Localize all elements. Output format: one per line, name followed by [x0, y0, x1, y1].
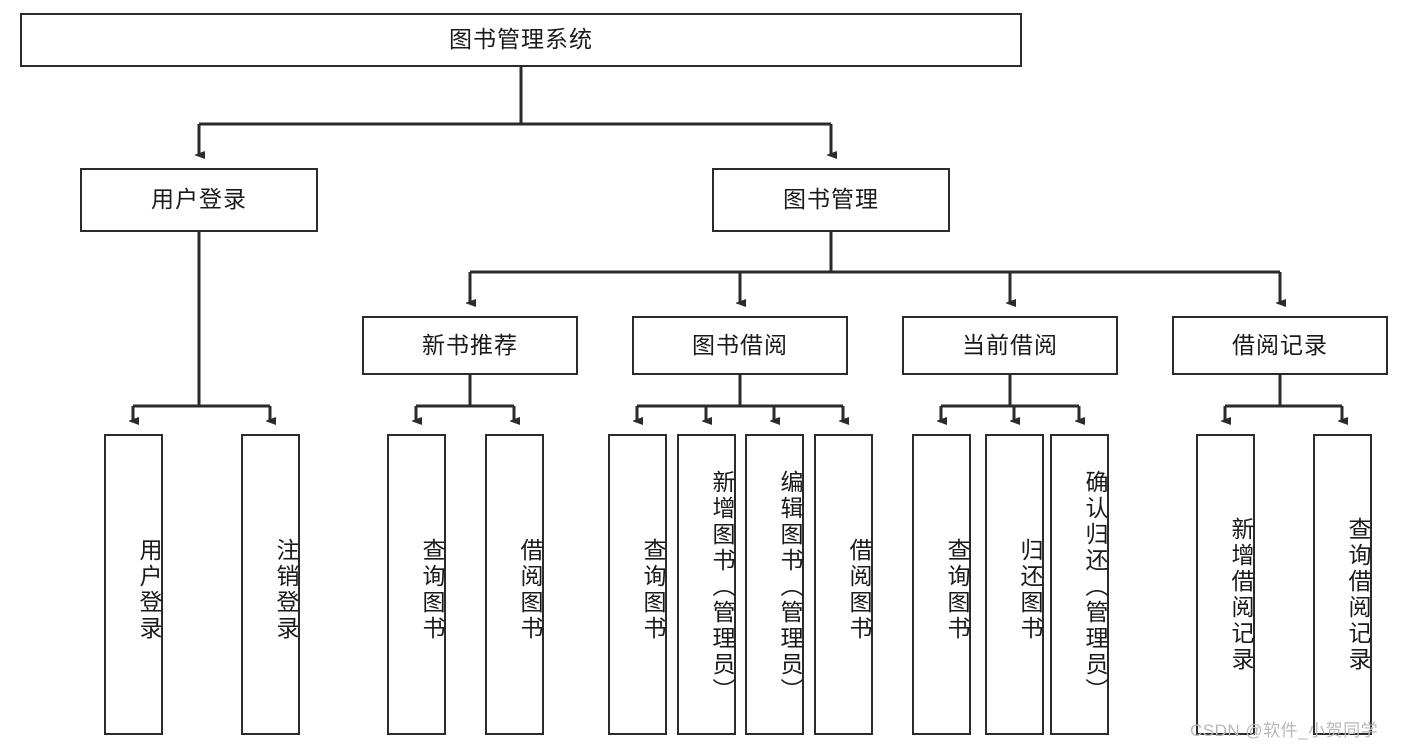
leaf-return-book-label: 归还图书: [1017, 537, 1043, 642]
csdn-watermark: CSDN @软件_小贺同学: [1190, 721, 1379, 740]
leaf-query-book-recommend-label: 查询图书: [419, 537, 445, 642]
leaf-add-book-admin[interactable]: 新增图书（管理员）: [677, 434, 736, 735]
leaf-query-borrow-record-label: 查询借阅记录: [1345, 516, 1371, 673]
node-borrow-record-label: 借阅记录: [1232, 331, 1328, 358]
leaf-add-borrow-record[interactable]: 新增借阅记录: [1196, 434, 1255, 735]
leaf-return-book[interactable]: 归还图书: [985, 434, 1044, 735]
node-borrow-record[interactable]: 借阅记录: [1172, 316, 1388, 375]
leaf-query-book-recommend[interactable]: 查询图书: [387, 434, 446, 735]
leaf-borrow-book-recommend-label: 借阅图书: [517, 537, 543, 642]
node-new-book-recommend-label: 新书推荐: [422, 331, 518, 358]
node-book-manage[interactable]: 图书管理: [712, 168, 950, 232]
node-current-borrow[interactable]: 当前借阅: [902, 316, 1118, 375]
leaf-query-borrow-record[interactable]: 查询借阅记录: [1313, 434, 1372, 735]
leaf-confirm-return-admin[interactable]: 确认归还（管理员）: [1050, 434, 1109, 735]
leaf-query-book-borrow-label: 查询图书: [640, 537, 666, 642]
node-root-label: 图书管理系统: [449, 26, 593, 53]
node-new-book-recommend[interactable]: 新书推荐: [362, 316, 578, 375]
leaf-user-logout-label: 注销登录: [273, 537, 299, 642]
leaf-edit-book-admin-label: 编辑图书（管理员）: [777, 469, 803, 704]
node-book-borrow[interactable]: 图书借阅: [632, 316, 848, 375]
leaf-query-book-current-label: 查询图书: [944, 537, 970, 642]
leaf-user-login[interactable]: 用户登录: [104, 434, 163, 735]
leaf-user-login-label: 用户登录: [136, 537, 162, 642]
leaf-confirm-return-admin-label: 确认归还（管理员）: [1082, 469, 1108, 704]
node-user-login[interactable]: 用户登录: [80, 168, 318, 232]
node-current-borrow-label: 当前借阅: [962, 331, 1058, 358]
leaf-add-book-admin-label: 新增图书（管理员）: [709, 469, 735, 704]
leaf-edit-book-admin[interactable]: 编辑图书（管理员）: [745, 434, 804, 735]
leaf-query-book-current[interactable]: 查询图书: [912, 434, 971, 735]
node-book-manage-label: 图书管理: [783, 186, 879, 213]
leaf-query-book-borrow[interactable]: 查询图书: [608, 434, 667, 735]
node-book-borrow-label: 图书借阅: [692, 331, 788, 358]
leaf-borrow-book-recommend[interactable]: 借阅图书: [485, 434, 544, 735]
leaf-add-borrow-record-label: 新增借阅记录: [1228, 516, 1254, 673]
leaf-user-logout[interactable]: 注销登录: [241, 434, 300, 735]
leaf-borrow-book[interactable]: 借阅图书: [814, 434, 873, 735]
node-user-login-label: 用户登录: [151, 186, 247, 213]
leaf-borrow-book-label: 借阅图书: [846, 537, 872, 642]
node-root[interactable]: 图书管理系统: [20, 13, 1022, 67]
